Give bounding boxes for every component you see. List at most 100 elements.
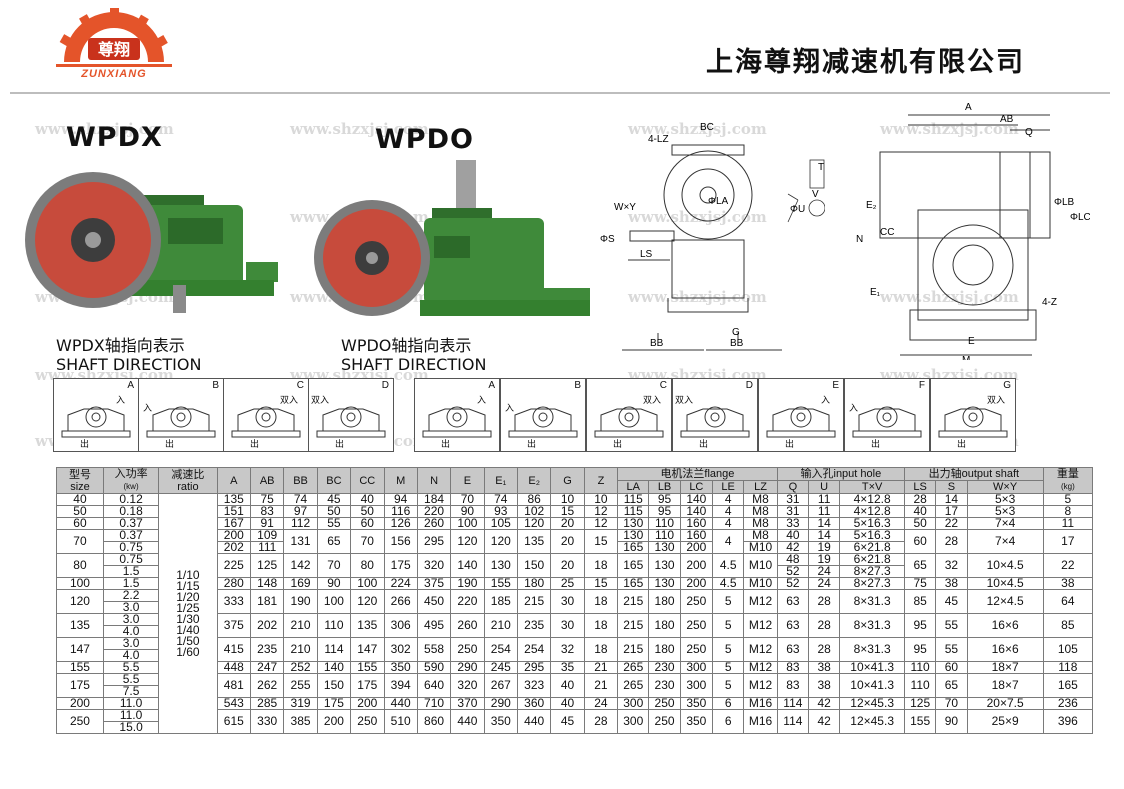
cell-input: 8×31.3 bbox=[839, 613, 905, 638]
wpdx-direction-en: SHAFT DIRECTION bbox=[56, 355, 202, 374]
cell-flange: 350 bbox=[679, 709, 714, 734]
output-marker: 出 bbox=[441, 440, 451, 450]
output-marker: 出 bbox=[613, 440, 623, 450]
cell-dim: 74 bbox=[283, 493, 318, 506]
dim-label: V bbox=[812, 189, 819, 200]
cell-flange: 165 bbox=[617, 541, 650, 554]
dim-label: M bbox=[962, 355, 970, 360]
cell-input: 10×41.3 bbox=[839, 673, 905, 698]
cell-output: 55 bbox=[935, 613, 968, 638]
dim-label: A bbox=[965, 102, 972, 113]
cell-input: 12×45.3 bbox=[839, 697, 905, 710]
cell-dim: 156 bbox=[383, 529, 418, 554]
cell-output: 95 bbox=[903, 637, 937, 662]
cell-dim: 250 bbox=[350, 709, 385, 734]
cell-dim: 155 bbox=[350, 661, 385, 674]
wpdx-product-photo bbox=[25, 172, 278, 313]
cell-dim: 112 bbox=[283, 517, 318, 530]
cell-input: 28 bbox=[808, 613, 841, 638]
cell-dim: 190 bbox=[450, 577, 485, 590]
cell-dim: 184 bbox=[416, 493, 452, 506]
header-dim: A bbox=[216, 467, 252, 494]
cell-dim: 148 bbox=[249, 577, 285, 590]
cell-dim: 590 bbox=[416, 661, 452, 674]
cell-dim: 125 bbox=[249, 553, 285, 578]
cell-dim: 126 bbox=[383, 517, 418, 530]
cell-flange: 4 bbox=[712, 493, 745, 506]
cell-flange: 200 bbox=[679, 577, 714, 590]
cell-dim: 60 bbox=[350, 517, 385, 530]
cell-dim: 543 bbox=[216, 697, 252, 710]
cell-dim: 45 bbox=[550, 709, 585, 734]
cell-dim: 306 bbox=[383, 613, 418, 638]
cell-output: 5×3 bbox=[966, 505, 1044, 518]
input-marker: 入 bbox=[505, 404, 515, 414]
cell-flange: 165 bbox=[617, 577, 650, 590]
cell-input: 11 bbox=[808, 493, 841, 506]
cell-power: 3.0 bbox=[102, 601, 160, 614]
cell-dim: 180 bbox=[516, 577, 552, 590]
wpdo-direction-caption: WPDO轴指向表示 SHAFT DIRECTION bbox=[341, 336, 486, 374]
direction-letter: G bbox=[1003, 380, 1011, 391]
cell-input: 8×27.3 bbox=[839, 577, 905, 590]
cell-output: 40 bbox=[903, 505, 937, 518]
cell-input: 4×12.8 bbox=[839, 493, 905, 506]
dim-label: ΦLC bbox=[1070, 212, 1090, 223]
cell-flange: 4 bbox=[712, 505, 745, 518]
cell-dim: 120 bbox=[483, 529, 519, 554]
cell-dim: 210 bbox=[483, 613, 519, 638]
input-marker: 入 bbox=[849, 404, 859, 414]
wpdx-direction-caption: WPDX轴指向表示 SHAFT DIRECTION bbox=[56, 336, 201, 374]
cell-dim: 109 bbox=[249, 529, 285, 542]
output-marker: 出 bbox=[80, 440, 90, 450]
direction-letter: D bbox=[745, 380, 753, 391]
dim-label: E₂ bbox=[866, 200, 877, 211]
cell-dim: 394 bbox=[383, 673, 418, 698]
cell-dim: 135 bbox=[216, 493, 252, 506]
dim-label: G bbox=[732, 327, 740, 338]
cell-size: 200 bbox=[56, 697, 104, 710]
direction-letter: C bbox=[659, 380, 667, 391]
cell-dim: 185 bbox=[483, 589, 519, 614]
cell-flange: M8 bbox=[743, 517, 778, 530]
cell-dim: 91 bbox=[249, 517, 285, 530]
cell-flange: 250 bbox=[679, 637, 714, 662]
cell-input: 4×12.8 bbox=[839, 505, 905, 518]
cell-dim: 30 bbox=[550, 589, 585, 614]
cell-flange: 4.5 bbox=[712, 577, 745, 590]
cell-dim: 440 bbox=[516, 709, 552, 734]
cell-dim: 202 bbox=[249, 613, 285, 638]
cell-power: 11.0 bbox=[102, 709, 160, 722]
cell-dim: 280 bbox=[216, 577, 252, 590]
cell-input: 63 bbox=[776, 589, 810, 614]
input-marker: 双入 bbox=[311, 396, 330, 406]
cell-power: 11.0 bbox=[102, 697, 160, 710]
cell-flange: 250 bbox=[648, 709, 681, 734]
cell-flange: 250 bbox=[648, 697, 681, 710]
cell-dim: 45 bbox=[316, 493, 352, 506]
cell-output: 25×9 bbox=[966, 709, 1044, 734]
direction-letter: A bbox=[488, 380, 495, 391]
cell-dim: 65 bbox=[316, 529, 352, 554]
cell-output: 20×7.5 bbox=[966, 697, 1044, 710]
cell-power: 0.75 bbox=[102, 553, 160, 566]
brand-name: ZUNXIANG bbox=[81, 68, 147, 80]
cell-dim: 245 bbox=[483, 661, 519, 674]
cell-dim: 295 bbox=[416, 529, 452, 554]
dim-label: BB bbox=[650, 338, 664, 349]
cell-weight: 5 bbox=[1042, 493, 1094, 506]
cell-flange: M12 bbox=[743, 613, 778, 638]
cell-flange: 140 bbox=[679, 493, 714, 506]
cell-flange: 215 bbox=[617, 613, 650, 638]
cell-dim: 440 bbox=[383, 697, 418, 710]
cell-input: 31 bbox=[776, 505, 810, 518]
cell-size: 155 bbox=[56, 661, 104, 674]
cell-input: 40 bbox=[776, 529, 810, 542]
